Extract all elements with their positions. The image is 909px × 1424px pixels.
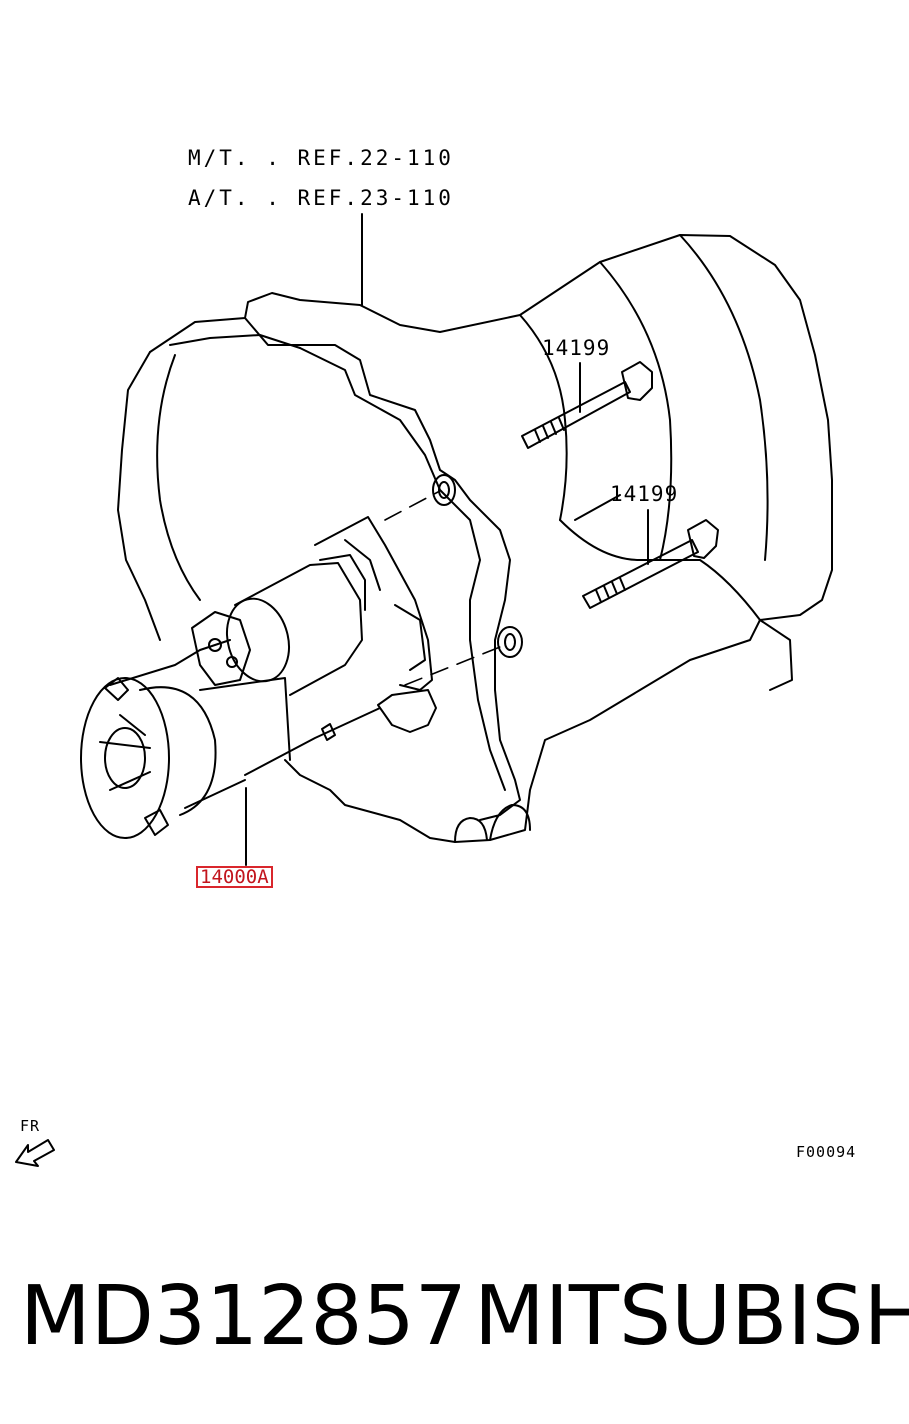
brand-title: MITSUBISHI [474,1269,909,1364]
direction-label: FR [20,1117,41,1135]
part-number-title: MD312857 [20,1269,467,1364]
bolt-lower-label: 14199 [610,482,679,506]
bolt-upper-label: 14199 [542,336,611,360]
bolt-alignment-lines [384,491,506,686]
bolt-lower-drawing [582,509,719,609]
ref-mt-label: M/T. . REF.22-110 [188,146,454,170]
transmission-housing-drawing [117,234,833,843]
figure-code: F00094 [796,1143,857,1161]
ref-at-label: A/T. . REF.23-110 [188,186,454,210]
front-direction-arrow-icon [15,1139,55,1167]
bolt-upper-drawing [521,361,653,449]
starter-part-link[interactable]: 14000A [196,866,273,888]
starter-motor-drawing [80,516,437,839]
